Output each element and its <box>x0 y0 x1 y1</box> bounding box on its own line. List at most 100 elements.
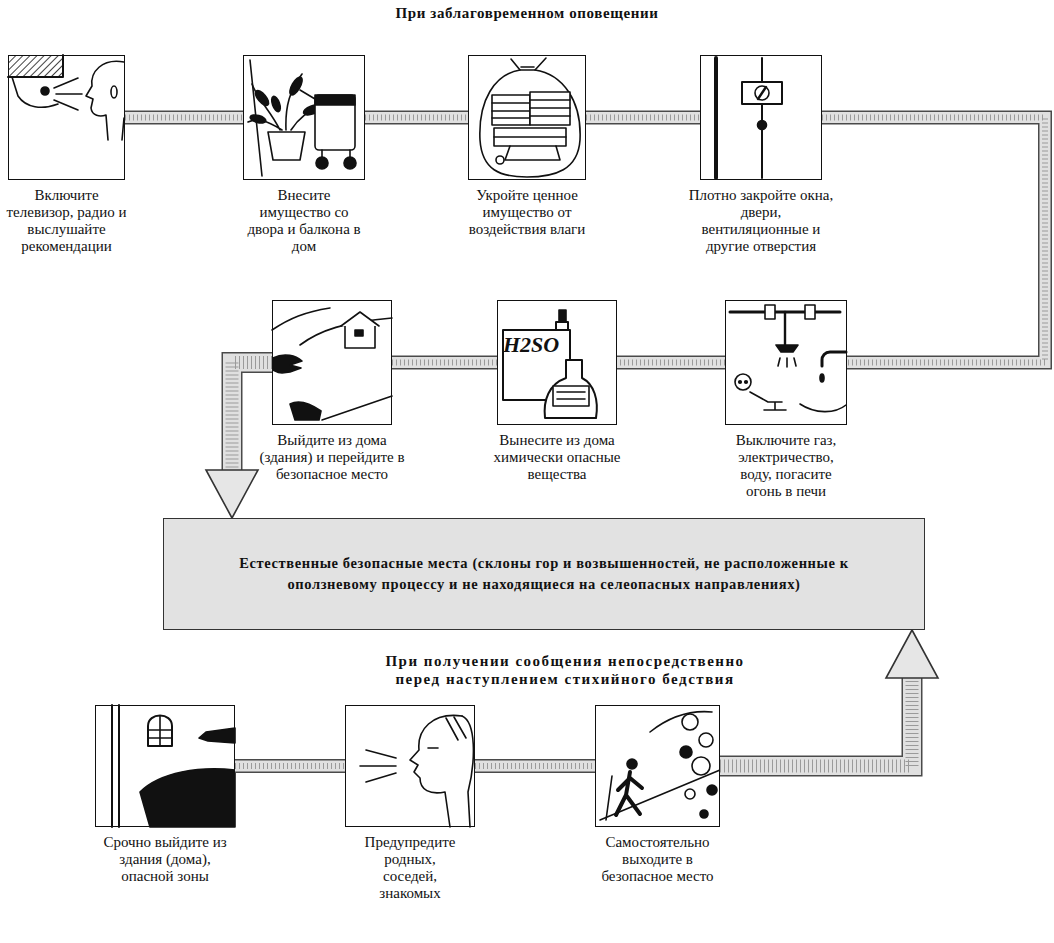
connector-outline <box>235 759 345 773</box>
box-text: Естественные безопасные места (склоны го… <box>234 553 854 595</box>
chemicals-illustration <box>556 322 568 330</box>
connector-outline <box>720 676 912 766</box>
tv-listener-illustration <box>86 61 124 140</box>
connector-texture <box>617 360 725 366</box>
plant-and-cart-illustration <box>288 75 305 96</box>
connector-texture <box>822 118 1045 363</box>
panel-caption: Предупредите родных, соседей, знакомых <box>360 834 460 902</box>
plant-and-cart-illustration <box>253 89 271 108</box>
connector-band <box>822 118 1045 363</box>
connector-band <box>235 766 345 767</box>
illustration-panel: Внесите имущество со двора и балкона в д… <box>243 55 365 180</box>
walk-to-safety-illustration <box>685 789 695 799</box>
panel-caption: Плотно закройте окна, двери, вентиляцион… <box>686 187 836 255</box>
connector-band <box>617 362 725 363</box>
wrapped-valuables-illustration <box>496 156 504 164</box>
connector-band <box>392 362 497 363</box>
connector-fill <box>586 112 700 123</box>
connector-texture <box>392 360 497 366</box>
warn-neighbours-illustration <box>360 715 473 827</box>
utilities-shutoff-illustration <box>745 381 748 384</box>
chemicals-illustration <box>557 392 585 399</box>
utilities-shutoff-illustration <box>765 305 775 319</box>
utilities-shutoff-illustration <box>805 305 815 319</box>
closed-vent-illustration <box>714 58 718 178</box>
walk-to-safety-illustration <box>627 759 637 769</box>
safe-place-box: Естественные безопасные места (склоны го… <box>163 518 925 630</box>
connector-arrow <box>206 363 272 519</box>
evacuate-building-illustration <box>148 716 172 746</box>
connector-outline <box>586 111 700 125</box>
evacuate-building-illustration <box>112 705 235 827</box>
plant-and-cart-illustration <box>249 114 266 125</box>
arrow-head <box>206 470 258 518</box>
illustration-panel: Укройте ценное имущество от воздействия … <box>468 55 586 180</box>
illustration-panel: Плотно закройте окна, двери, вентиляцион… <box>700 55 822 180</box>
connector-fill <box>720 676 912 766</box>
connector-outline <box>125 111 243 125</box>
plant-and-cart-illustration <box>268 132 305 160</box>
leave-house-illustration <box>273 355 302 373</box>
connector-fill <box>365 112 468 123</box>
tv-listener-illustration <box>8 55 63 77</box>
illustration-panel: Самостоятельно выходите в безопасное мес… <box>595 705 720 827</box>
tv-listener-illustration <box>41 87 49 95</box>
connector-outline <box>392 356 497 370</box>
panel-caption: Выключите газ, электричество, воду, пога… <box>722 432 850 500</box>
leave-house-illustration <box>272 308 392 420</box>
connector-fill <box>617 357 725 368</box>
leave-house-illustration <box>341 312 379 326</box>
tv-listener-illustration <box>12 77 58 107</box>
chemicals-illustration <box>553 386 589 406</box>
walk-to-safety-illustration <box>680 746 692 758</box>
tv-listener-illustration <box>8 55 63 77</box>
illustrations <box>8 55 846 827</box>
panel-caption: Срочно выйдите из здания (дома), опасной… <box>100 834 230 885</box>
plant-and-cart-illustration <box>344 157 356 169</box>
connector-fill <box>125 112 243 123</box>
connector-fill <box>232 363 272 473</box>
connector-outline <box>475 759 595 773</box>
closed-vent-illustration <box>758 121 767 130</box>
connector-band <box>125 117 243 118</box>
wrapped-valuables-illustration <box>480 58 580 177</box>
chemicals-illustration <box>503 310 597 418</box>
warn-neighbours-illustration <box>360 750 396 782</box>
plant-and-cart-illustration <box>248 60 356 176</box>
walk-to-safety-illustration <box>700 810 708 818</box>
utilities-shutoff-illustration <box>822 352 846 366</box>
panel-caption: Укройте ценное имущество от воздействия … <box>465 187 590 238</box>
chemicals-illustration <box>545 360 597 418</box>
utilities-shutoff-illustration <box>784 312 786 345</box>
evacuate-building-illustration <box>148 716 172 747</box>
panel-caption: Самостоятельно выходите в безопасное мес… <box>588 834 728 885</box>
connector-fill <box>475 761 595 772</box>
connector-outline <box>365 111 468 125</box>
wrapped-valuables-illustration <box>492 95 530 125</box>
connector-outline <box>232 363 272 473</box>
walk-to-safety-illustration <box>650 712 712 732</box>
illustration-panel: Предупредите родных, соседей, знакомых <box>345 705 475 827</box>
utilities-shutoff-illustration <box>750 392 786 410</box>
walk-to-safety-illustration <box>692 757 710 775</box>
evacuate-building-illustration <box>112 705 119 827</box>
chemical-formula: H2SO <box>503 332 573 358</box>
connector-fill <box>235 761 345 772</box>
wrapped-valuables-illustration <box>494 137 566 160</box>
closed-vent-illustration <box>755 86 769 100</box>
tv-listener-illustration <box>8 55 124 140</box>
plant-and-cart-illustration <box>316 157 328 169</box>
utilities-shutoff-illustration <box>776 345 798 352</box>
connector-texture <box>125 115 243 121</box>
wrapped-valuables-illustration <box>530 100 570 116</box>
connector-layer <box>125 118 1045 767</box>
section-heading: При получении сообщения непосредственно … <box>375 652 755 688</box>
walk-to-safety-illustration <box>606 776 612 820</box>
wrapped-valuables-illustration <box>530 92 570 125</box>
utilities-shutoff-illustration <box>820 374 824 382</box>
walk-to-safety-illustration <box>707 785 717 795</box>
leave-house-illustration <box>355 330 363 336</box>
wrapped-valuables-illustration <box>511 58 546 70</box>
